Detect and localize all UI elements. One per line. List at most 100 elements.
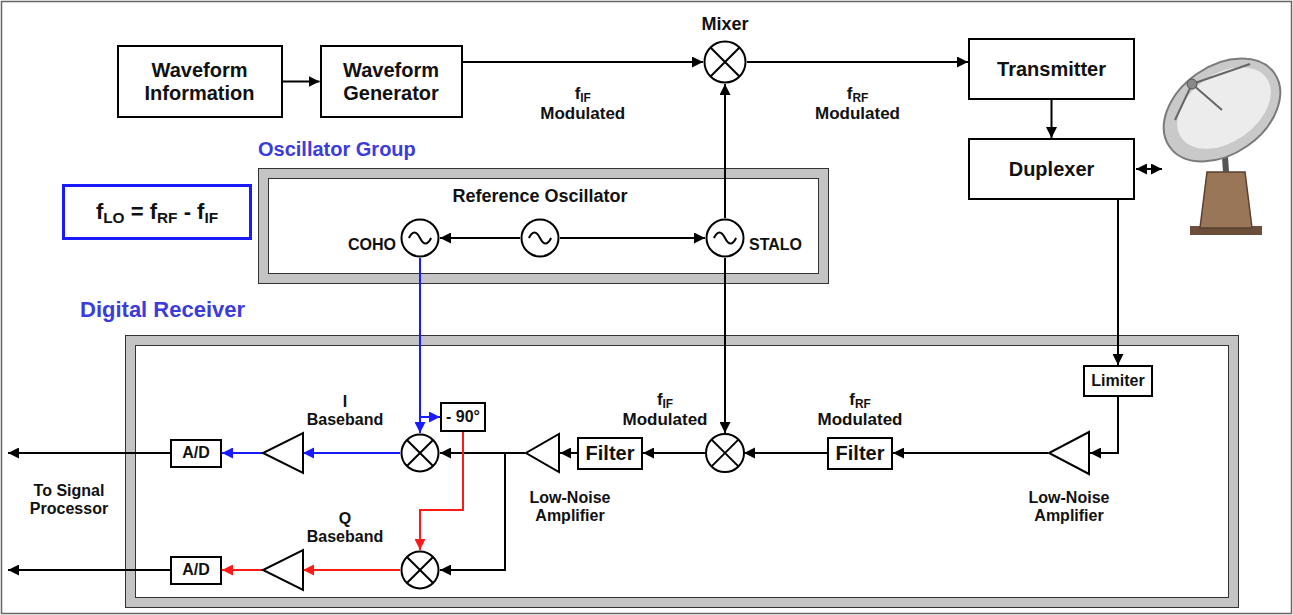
mixer-symbol: Q Baseband (400, 550, 440, 590)
label-slot: Mixer (673, 14, 777, 35)
process-box: Transmitter (968, 38, 1135, 100)
antenna-struts (1175, 64, 1250, 120)
oscillator-symbol (520, 218, 560, 258)
antenna-dish (1162, 50, 1286, 165)
sine-symbol (714, 232, 736, 243)
antenna-feed (1136, 168, 1162, 170)
process-box: Waveform Generator (320, 45, 463, 118)
subscript: RF (855, 397, 871, 411)
amplifier-symbol (525, 433, 560, 473)
heading: Oscillator Group (258, 138, 518, 161)
subscript: RF (157, 209, 178, 226)
heading: COHO (340, 236, 396, 254)
oscillator-symbol: STALO (705, 218, 745, 258)
box-label: Transmitter (997, 58, 1106, 81)
label-slot: Digital Receiver (80, 297, 340, 322)
antenna-illustration (1144, 37, 1293, 235)
subscript: IF (204, 209, 218, 226)
signal-connector (560, 452, 577, 454)
subscript: IF (580, 91, 591, 105)
signal-connector (893, 452, 1048, 454)
signal-connector (463, 61, 704, 63)
sine-symbol (409, 232, 431, 243)
process-box: Duplexer (968, 138, 1135, 200)
subscript: LO (103, 209, 124, 226)
arrowhead (303, 448, 314, 459)
amplifier-symbol: Low-Noise Amplifier (1048, 431, 1090, 475)
group-band: Reference OscillatorCOHOSTALOOscillator … (258, 168, 828, 283)
band-frame (126, 336, 1239, 608)
amplifier-symbol (263, 433, 303, 473)
heading: I Baseband (305, 393, 385, 430)
filter-box: Filter (827, 437, 893, 470)
box-label: Duplexer (1009, 158, 1095, 181)
signal-connector (440, 453, 525, 570)
heading: Q Baseband (305, 510, 385, 547)
mixer-cross (712, 440, 739, 467)
mixer-symbol: Mixer (703, 40, 747, 84)
subscript: RF (852, 91, 868, 105)
mixer-cross (711, 48, 740, 77)
band-frame (259, 169, 829, 284)
converter-box: A/D (170, 556, 222, 585)
label-slot: Reference Oscillator (410, 186, 670, 207)
signal-label: fRF Modulated (810, 390, 910, 429)
box-label: Waveform Generator (328, 59, 455, 105)
filter-box: Filter (577, 437, 643, 470)
oscillator-symbol: COHO (400, 218, 440, 258)
converter-box: A/D (170, 439, 222, 468)
band-inner (269, 179, 819, 274)
formula-box: fLO = fRF - fIF (62, 184, 252, 240)
arrowhead (303, 565, 314, 576)
label-slot: I Baseband (305, 393, 385, 430)
limiter-box: Limiter (1083, 365, 1153, 397)
edge-label: fRF Modulated (808, 84, 908, 123)
heading: Reference Oscillator (410, 186, 670, 207)
antenna-feed-horn (1187, 79, 1197, 89)
box-label: A/D (182, 561, 210, 579)
oscillator-symbol: Reference Oscillator (520, 218, 560, 258)
box-label: Filter (836, 442, 885, 465)
box-label: A/D (182, 444, 210, 462)
label-slot: Q Baseband (305, 510, 385, 547)
box-label: Limiter (1091, 372, 1144, 390)
signal-connector (420, 258, 440, 417)
oscillator-symbol (400, 218, 440, 258)
amplifier-outline (526, 434, 559, 472)
band-inner (136, 346, 1229, 598)
output-wire (8, 452, 170, 454)
circle-outline (402, 552, 439, 589)
signal-label: fIF Modulated (615, 390, 715, 429)
label-slot: Oscillator Group (258, 138, 518, 161)
group-band: LimiterLow-Noise AmplifierFilterFilterLo… (125, 335, 1238, 607)
label-slot: fRF Modulated (810, 390, 910, 429)
output-wire (8, 569, 170, 571)
signal-connector (560, 237, 705, 239)
circle-outline (705, 42, 746, 83)
circle-outline (402, 435, 439, 472)
process-box: Waveform Information (117, 45, 283, 118)
sine-symbol (529, 232, 551, 243)
mixer-symbol (400, 433, 440, 473)
box-label: Filter (586, 442, 635, 465)
box-label: fLO = fRF - fIF (96, 199, 218, 224)
box-label: - 90° (446, 408, 480, 426)
subscript: IF (663, 397, 674, 411)
mixer-cross (407, 557, 433, 583)
heading: Digital Receiver (80, 297, 340, 322)
circle-outline (707, 220, 744, 257)
oscillator-symbol (705, 218, 745, 258)
amplifier-symbol (1048, 431, 1090, 475)
signal-connector (747, 61, 968, 63)
amplifier-symbol (263, 550, 303, 590)
signal-connector (1051, 100, 1053, 138)
label-slot: To Signal Processor (24, 482, 114, 519)
heading: Low-Noise Amplifier (515, 489, 625, 526)
edge-label: fIF Modulated (533, 84, 633, 123)
signal-connector (283, 81, 320, 83)
arrowhead (744, 448, 755, 459)
